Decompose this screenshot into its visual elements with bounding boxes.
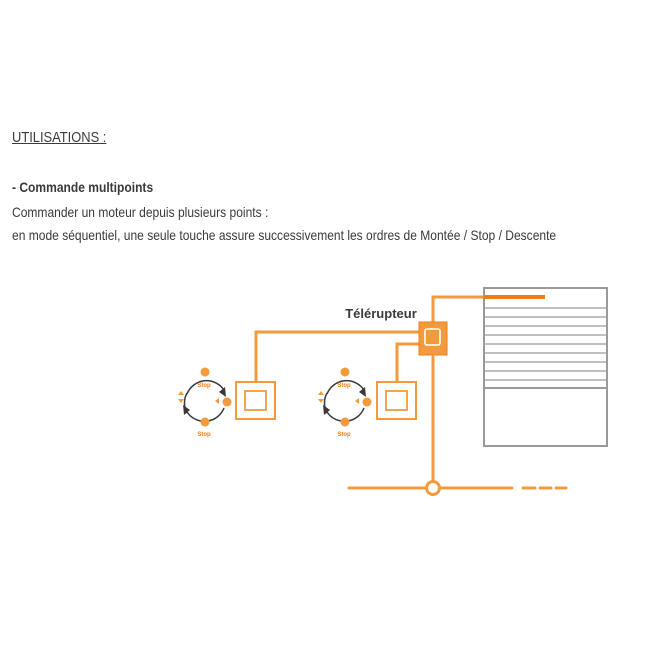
- subheading: - Commande multipoints: [12, 179, 154, 195]
- stop-label: Stop: [337, 432, 351, 438]
- relay-box-icon: [418, 321, 448, 356]
- relay-label: Télérupteur: [345, 306, 417, 321]
- sequence-cycle-icon: Stop Stop: [178, 367, 232, 438]
- switch-icon: [376, 381, 417, 420]
- stop-label: Stop: [337, 383, 351, 389]
- switch-icon: [235, 381, 276, 420]
- description-line-1: Commander un moteur depuis plusieurs poi…: [12, 204, 269, 220]
- stop-label: Stop: [197, 383, 211, 389]
- junction-node: [425, 480, 441, 496]
- wiring-lines: [254, 295, 568, 490]
- description-line-2: en mode séquentiel, une seule touche ass…: [12, 227, 557, 243]
- stop-label: Stop: [197, 432, 211, 438]
- shutter-icon: [483, 287, 608, 447]
- sequence-cycle-icon: Stop Stop: [318, 367, 372, 438]
- section-heading: UTILISATIONS :: [12, 129, 107, 146]
